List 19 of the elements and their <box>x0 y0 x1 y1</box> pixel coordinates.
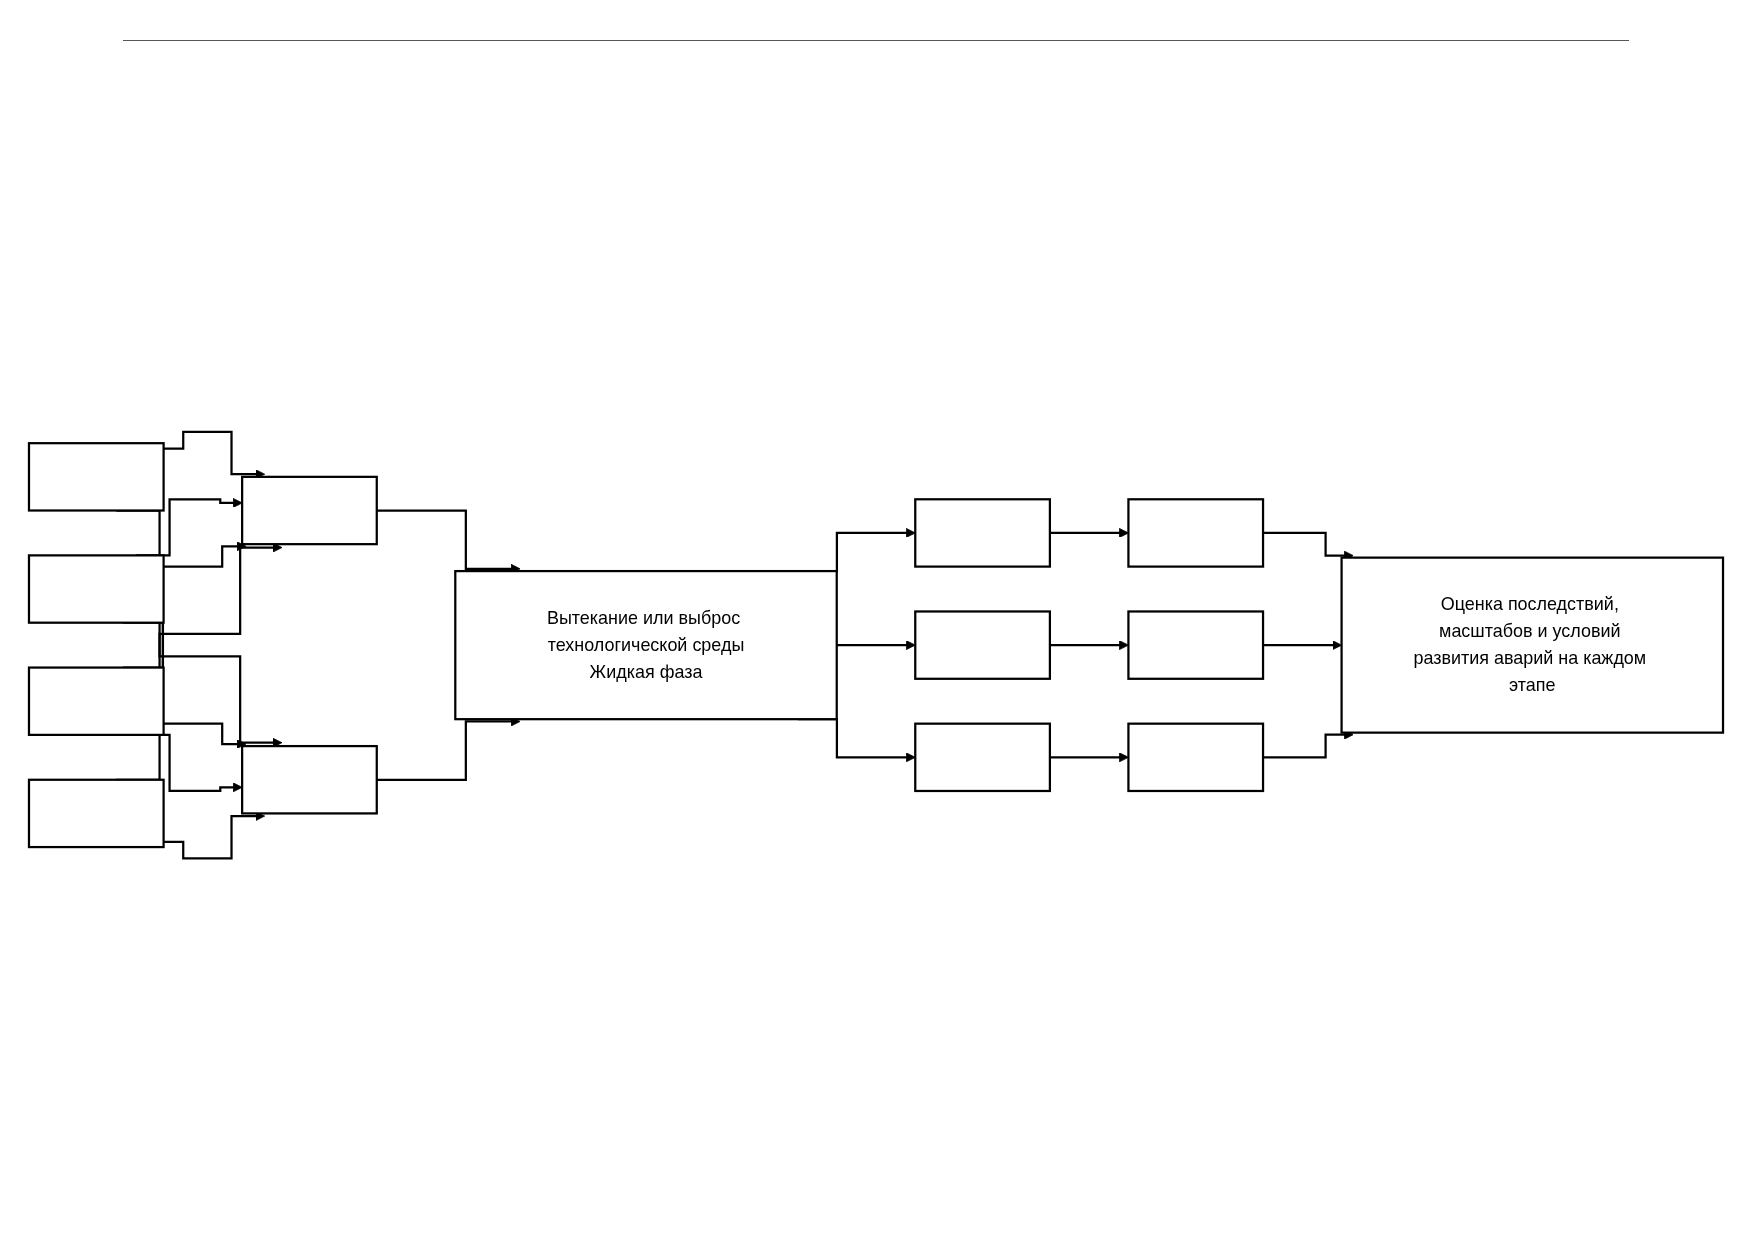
node-box: Вытекание или выброс технологической среды Жидкая фаза <box>454 569 838 721</box>
arrow <box>1049 527 1129 538</box>
node-box <box>1127 610 1265 680</box>
arrow <box>1049 640 1129 650</box>
node-box: Оценка последствий, масштабов и условий развития аварий на каждом этапе <box>1340 556 1725 734</box>
node-box <box>241 475 378 546</box>
node-box <box>241 744 378 815</box>
node-box <box>27 554 165 624</box>
node-box <box>914 610 1051 680</box>
arrow <box>836 640 916 650</box>
node-box <box>27 778 165 849</box>
node-box <box>1127 722 1265 792</box>
node-box <box>914 722 1051 792</box>
arrow <box>1049 752 1129 763</box>
node-box <box>27 441 165 512</box>
node-box <box>27 666 165 736</box>
node-box <box>1127 498 1265 568</box>
arrow <box>163 430 266 479</box>
node-box <box>914 498 1051 568</box>
